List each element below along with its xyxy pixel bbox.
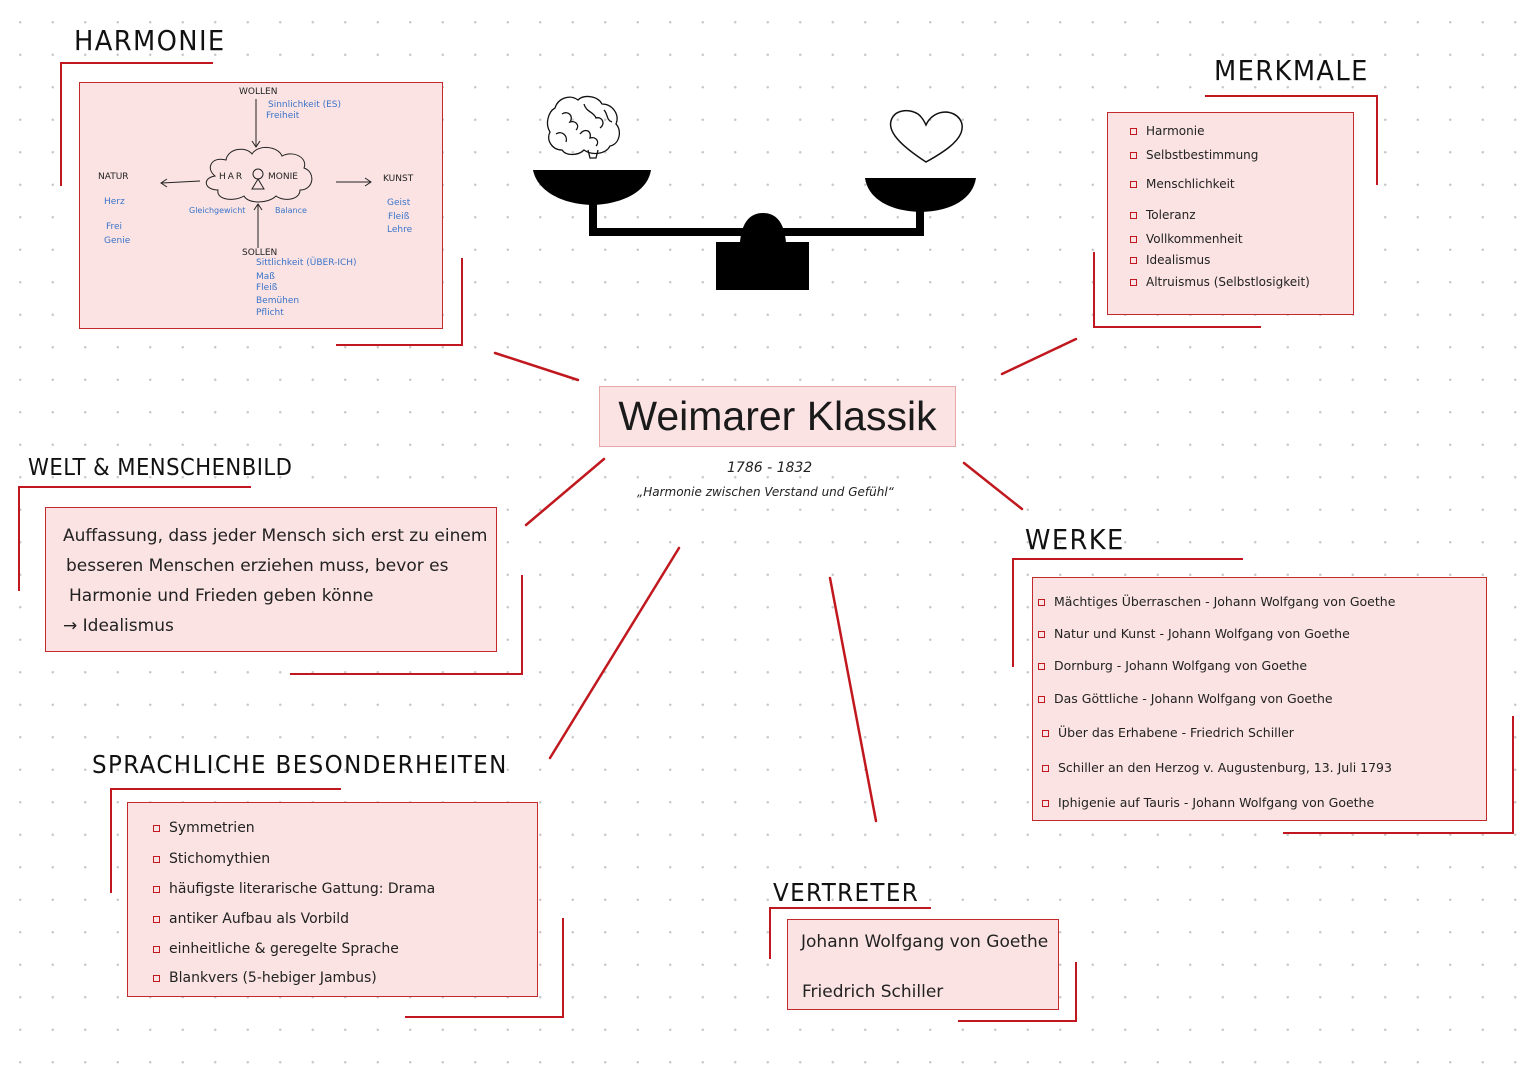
kunst-label: KUNST: [383, 174, 414, 184]
werke-box: [1032, 577, 1487, 821]
welt-line: Auffassung, dass jeder Mensch sich erst …: [63, 526, 488, 546]
list-item: einheitliche & geregelte Sprache: [153, 934, 435, 964]
connector-werke: [962, 461, 1024, 511]
page-title: Weimarer Klassik: [618, 393, 937, 439]
list-item: Dornburg - Johann Wolfgang von Goethe: [1038, 650, 1395, 682]
welt-line: Harmonie und Frieden geben könne: [69, 586, 374, 606]
natur-label: NATUR: [98, 172, 129, 182]
kunst-item: Fleiß: [388, 212, 410, 222]
balance-label: Balance: [275, 206, 307, 215]
sprache-list: Symmetrien Stichomythien häufigste liter…: [153, 812, 435, 992]
list-item: Schiller an den Herzog v. Augustenburg, …: [1042, 750, 1395, 786]
kunst-item: Lehre: [387, 225, 413, 235]
vertreter-name: Friedrich Schiller: [802, 982, 944, 1002]
sollen-label: SOLLEN: [242, 248, 278, 258]
list-item: Selbstbestimmung: [1130, 141, 1310, 169]
period: 1786 - 1832: [727, 460, 813, 476]
connector-merkmale: [1000, 337, 1078, 376]
list-item: Iphigenie auf Tauris - Johann Wolfgang v…: [1042, 786, 1395, 820]
sprache-heading: SPRACHLICHE BESONDERHEITEN: [92, 750, 508, 779]
werke-heading: WERKE: [1025, 523, 1125, 556]
vertreter-box: [787, 919, 1059, 1010]
list-item: häufigste literarische Gattung: Drama: [153, 874, 435, 904]
sollen-item: Maß: [256, 272, 275, 282]
list-item: Natur und Kunst - Johann Wolfgang von Go…: [1038, 618, 1395, 650]
list-item: Über das Erhabene - Friedrich Schiller: [1042, 716, 1395, 750]
vertreter-heading: VERTRETER: [773, 878, 920, 907]
sollen-item: Bemühen: [256, 296, 300, 306]
welt-heading: WELT & MENSCHENBILD: [28, 455, 293, 481]
harmonie-heading: HARMONIE: [74, 24, 226, 57]
welt-line: besseren Menschen erziehen muss, bevor e…: [66, 556, 449, 576]
wollen-item: Freiheit: [266, 111, 300, 121]
connector-sprache: [548, 546, 681, 760]
sollen-item: Sittlichkeit (ÜBER-ICH): [256, 258, 357, 268]
sollen-item: Pflicht: [256, 308, 284, 318]
harmonie-center-right: MONIE: [268, 172, 298, 182]
wollen-item: Sinnlichkeit (ES): [268, 100, 342, 110]
main-title-box: Weimarer Klassik: [599, 386, 956, 447]
list-item: Altruismus (Selbstlosigkeit): [1130, 273, 1310, 291]
werke-list: Mächtiges Überraschen - Johann Wolfgang …: [1038, 586, 1395, 820]
connector-vertreter: [828, 576, 878, 823]
connector-harmonie: [493, 351, 580, 382]
list-item: Idealismus: [1130, 247, 1310, 273]
merkmale-list: Harmonie Selbstbestimmung Menschlichkeit…: [1130, 121, 1310, 291]
list-item: antiker Aufbau als Vorbild: [153, 904, 435, 934]
wollen-label: WOLLEN: [239, 87, 278, 97]
welt-box: [45, 507, 497, 652]
kunst-item: Geist: [387, 198, 411, 208]
natur-item: Genie: [104, 236, 131, 246]
list-item: Harmonie: [1130, 121, 1310, 141]
harmonie-box: [79, 82, 443, 329]
list-item: Stichomythien: [153, 844, 435, 874]
list-item: Mächtiges Überraschen - Johann Wolfgang …: [1038, 586, 1395, 618]
list-item: Menschlichkeit: [1130, 169, 1310, 199]
list-item: Blankvers (5-hebiger Jambus): [153, 964, 435, 992]
merkmale-heading: MERKMALE: [1214, 54, 1369, 87]
vertreter-name: Johann Wolfgang von Goethe: [801, 932, 1049, 952]
harmonie-center-left: HAR: [219, 172, 245, 182]
sollen-item: Fleiß: [256, 283, 278, 293]
connector-welt: [524, 457, 606, 527]
merkmale-box: [1107, 112, 1354, 315]
list-item: Das Göttliche - Johann Wolfgang von Goet…: [1038, 682, 1395, 716]
natur-item: Frei: [106, 222, 123, 232]
welt-text: Auffassung, dass jeder Mensch sich erst …: [63, 521, 487, 641]
sprache-box: [127, 802, 538, 997]
welt-line: → Idealismus: [63, 616, 174, 636]
motto: „Harmonie zwischen Verstand und Gefühl“: [637, 485, 894, 499]
list-item: Symmetrien: [153, 812, 435, 844]
list-item: Toleranz: [1130, 199, 1310, 231]
gleichgewicht-label: Gleichgewicht: [189, 206, 246, 215]
list-item: Vollkommenheit: [1130, 231, 1310, 247]
natur-item: Herz: [104, 197, 125, 207]
